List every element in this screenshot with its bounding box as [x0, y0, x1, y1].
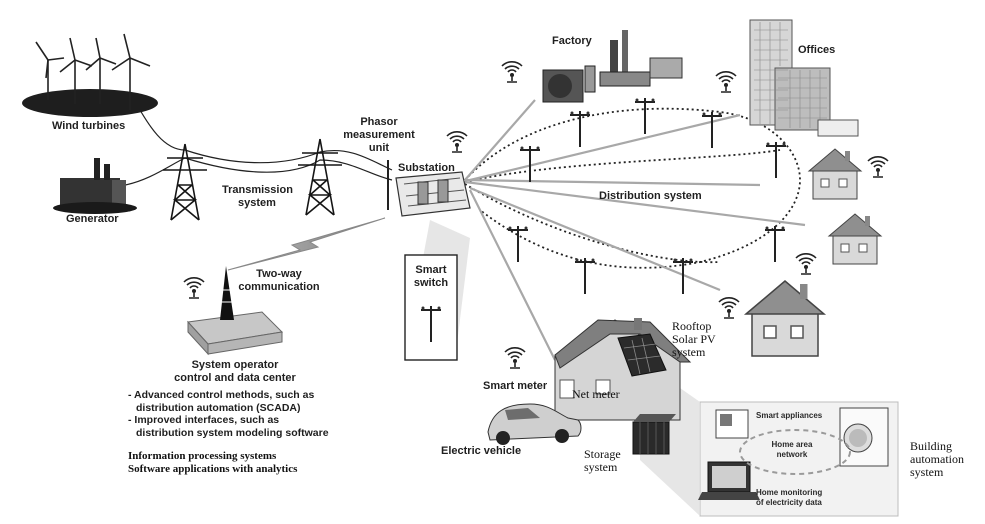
two-way-communication-bolt [227, 217, 386, 271]
substation-label: Substation [398, 162, 455, 174]
operator-capabilities-list: - Advanced control methods, such as dist… [128, 389, 329, 439]
wireless-icon [501, 60, 523, 83]
generator-icon [53, 158, 137, 214]
net-meter-label: Net meter [572, 387, 620, 401]
electric-vehicle-label: Electric vehicle [441, 445, 522, 457]
wireless-icon [718, 296, 740, 319]
wind-turbines-label: Wind turbines [52, 120, 126, 132]
house-icon [828, 213, 882, 265]
main-house-icon [554, 318, 692, 421]
office-building-icon [749, 19, 859, 137]
wind-turbine-icon [22, 33, 158, 117]
battery-icon [632, 414, 676, 455]
washing-machine-icon [839, 407, 889, 467]
house-icon [808, 148, 862, 200]
offices-label: Offices [798, 44, 836, 56]
transmission-tower-icon [162, 143, 208, 221]
smart-appliance-tablet-icon [715, 409, 749, 439]
utility-pole-icon [634, 97, 656, 135]
wireless-icon [183, 276, 205, 299]
distribution-system-label: Distribution system [599, 190, 702, 202]
wireless-icon [504, 346, 526, 369]
wireless-icon [867, 155, 889, 178]
wireless-icon [715, 70, 737, 93]
utility-pole-icon [574, 257, 596, 295]
grey-arrows [464, 99, 806, 361]
wireless-icon [795, 252, 817, 275]
house-icon [745, 280, 825, 357]
substation-icon [387, 160, 471, 217]
laptop-icon [698, 461, 760, 500]
car-icon [487, 403, 582, 445]
utility-pole-icon [764, 225, 786, 263]
utility-pole-icon [569, 110, 591, 148]
smart-meter-label: Smart meter [483, 380, 548, 392]
smart-appliances-label: Smart appliances [756, 411, 823, 420]
factory-label: Factory [552, 35, 592, 47]
utility-pole-icon [701, 111, 723, 149]
factory-icon [542, 30, 683, 103]
control-center-icon [186, 266, 284, 356]
utility-pole-icon [765, 141, 787, 179]
wireless-icon [446, 130, 468, 153]
generator-label: Generator [66, 213, 119, 225]
